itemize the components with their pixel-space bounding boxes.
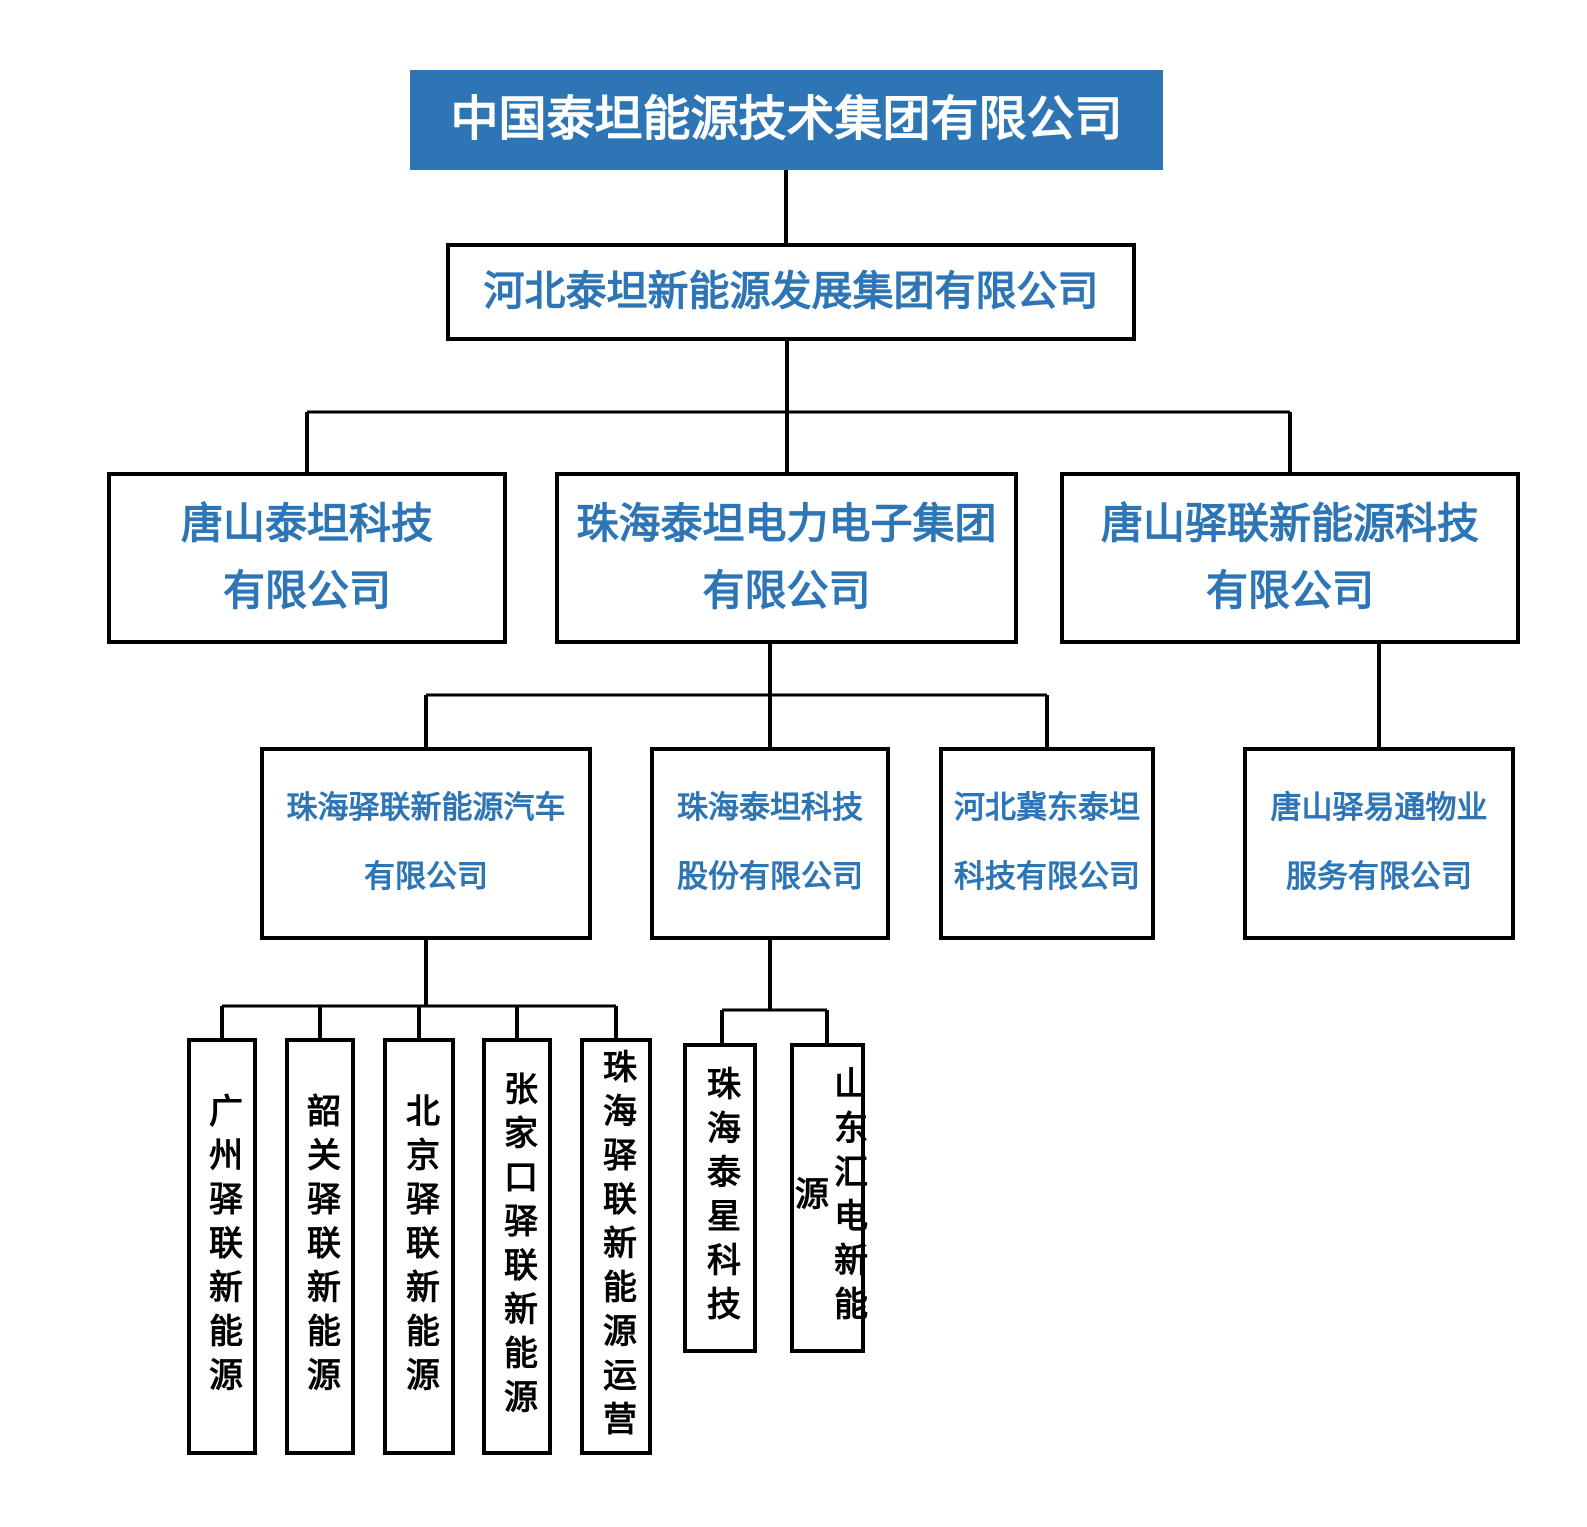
org-node-level2: 河北泰坦新能源发展集团有限公司 [446, 243, 1136, 341]
org-node-label-line2: 有限公司 [1205, 566, 1374, 616]
org-node-label-line2: 服务有限公司 [1286, 859, 1472, 896]
org-node-level2-label: 河北泰坦新能源发展集团有限公司 [483, 267, 1099, 316]
org-node-label-line2: 有限公司 [364, 859, 488, 896]
org-node-label-line2: 有限公司 [702, 566, 871, 616]
org-node-root-label: 中国泰坦能源技术集团有限公司 [450, 91, 1123, 148]
org-node-label: 广州驿联新能源 [202, 1092, 243, 1401]
org-node-l3-tangshan-yilian: 唐山驿联新能源科技 有限公司 [1060, 472, 1520, 644]
org-node-l3-tangshan-taitan: 唐山泰坦科技 有限公司 [107, 472, 507, 644]
org-node-label: 张家口驿联新能源 [497, 1070, 538, 1423]
org-node-l5-zhangjiakou-yilian: 张家口驿联新能源 [482, 1038, 552, 1455]
org-node-l5-shaoguan-yilian: 韶关驿联新能源 [285, 1038, 355, 1455]
org-node-l3-zhuhai-taitan-power: 珠海泰坦电力电子集团 有限公司 [555, 472, 1018, 644]
org-node-l5-zhuhai-yilian-ops: 珠海驿联新能源运营 [580, 1038, 652, 1455]
org-node-label-line1: 珠海泰坦电力电子集团 [576, 499, 997, 549]
org-node-l4-zhuhai-yilian-auto: 珠海驿联新能源汽车 有限公司 [260, 747, 592, 940]
org-node-l4-hebei-jidong-taitan: 河北冀东泰坦 科技有限公司 [939, 747, 1155, 940]
org-node-label-line1: 唐山驿联新能源科技 [1100, 499, 1479, 549]
org-node-label-line2: 科技有限公司 [954, 859, 1140, 896]
org-node-l4-tangshan-yiyitong: 唐山驿易通物业 服务有限公司 [1243, 747, 1515, 940]
org-node-label: 北京驿联新能源 [399, 1092, 440, 1401]
org-node-label-line1: 珠海驿联新能源汽车 [286, 789, 566, 826]
org-node-label-line1: 唐山驿易通物业 [1270, 789, 1488, 826]
org-node-label: 珠海驿联新能源运营 [596, 1048, 637, 1445]
org-node-label-line1: 珠海泰坦科技 [677, 789, 863, 826]
org-node-label: 珠海泰星科技 [700, 1066, 741, 1330]
org-node-l5-beijing-yilian: 北京驿联新能源 [383, 1038, 455, 1455]
org-node-label: 韶关驿联新能源 [300, 1092, 341, 1401]
org-node-root: 中国泰坦能源技术集团有限公司 [410, 70, 1163, 170]
org-node-l4-zhuhai-taitan-tech: 珠海泰坦科技 股份有限公司 [650, 747, 890, 940]
org-node-l5-zhuhai-taixing: 珠海泰星科技 [683, 1043, 757, 1353]
org-node-l5-guangzhou-yilian: 广州驿联新能源 [187, 1038, 257, 1455]
org-node-label-line2: 有限公司 [222, 566, 391, 616]
org-node-label-line1: 河北冀东泰坦 [954, 789, 1140, 826]
org-node-label-line2: 股份有限公司 [677, 859, 863, 896]
org-node-label: 山东汇电新能源 [788, 1066, 868, 1330]
org-node-label-line1: 唐山泰坦科技 [180, 499, 433, 549]
org-node-l5-shandong-huidian: 山东汇电新能源 [788, 1043, 868, 1353]
